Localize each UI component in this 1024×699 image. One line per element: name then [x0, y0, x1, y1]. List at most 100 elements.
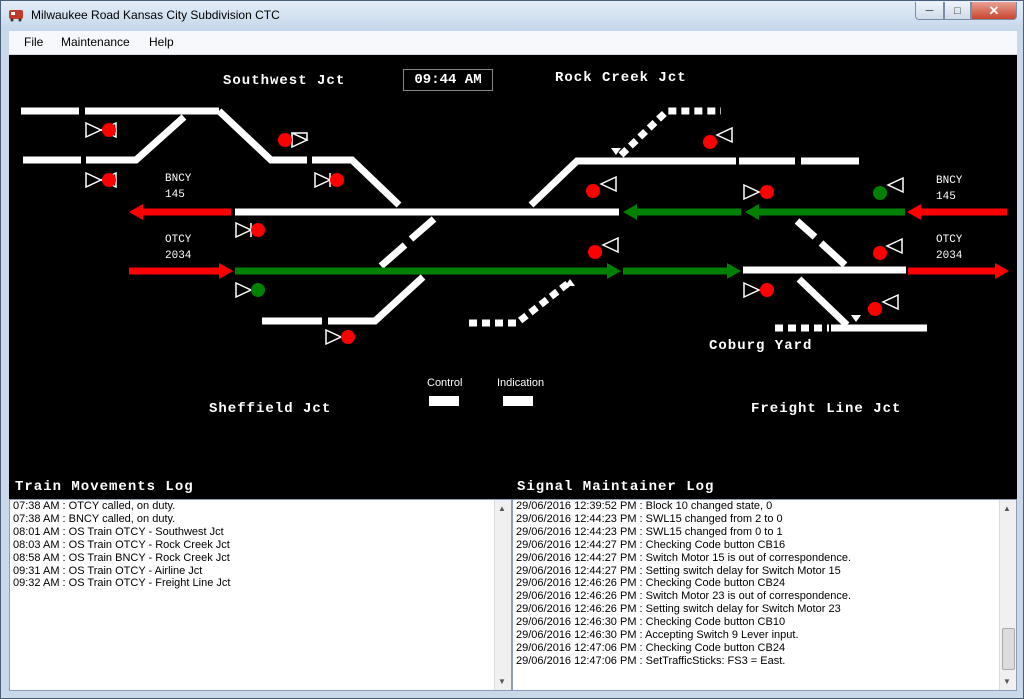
signal-head-1: [85, 121, 103, 139]
signal-lamp-5: [251, 223, 265, 237]
train-number: 2034: [936, 250, 963, 262]
maximize-button[interactable]: □: [944, 2, 971, 20]
menu-help[interactable]: Help: [149, 35, 174, 49]
log-line: 29/06/2016 12:46:30 PM : Accepting Switc…: [516, 629, 799, 642]
log-line: 29/06/2016 12:46:26 PM : Switch Motor 23…: [516, 590, 852, 603]
signal-head-15: [881, 293, 899, 311]
menu-file[interactable]: File: [24, 35, 44, 49]
log-line: 29/06/2016 12:47:06 PM : Checking Code b…: [516, 641, 786, 654]
station-rock-creek-jct: Rock Creek Jct: [555, 70, 687, 86]
signal-lamp-13: [873, 246, 887, 260]
signal-lamp-8: [586, 184, 600, 198]
train-log-title: Train Movements Log: [15, 479, 194, 495]
train-log-lines: 07:38 AM : OTCY called, on duty.07:38 AM…: [10, 500, 511, 590]
log-line: 29/06/2016 12:44:27 PM : Checking Code b…: [516, 538, 786, 551]
scroll-up-icon[interactable]: ▲: [1003, 504, 1011, 513]
arrow-otcy-west: [219, 263, 233, 279]
arrow-routed-south-main: [607, 263, 621, 279]
scroll-thumb[interactable]: [1002, 628, 1015, 670]
arrow-bncy-east: [907, 204, 921, 220]
switch-marker-rock-creek: [611, 148, 621, 155]
scroll-up-icon[interactable]: ▲: [498, 504, 506, 513]
maint-log-scrollbar[interactable]: ▲ ▼: [999, 500, 1016, 690]
signal-head-11: [886, 176, 904, 194]
track-sheffield-cross-a: [408, 216, 437, 242]
track-sheffield-curve: [328, 274, 426, 325]
track-diagram: [21, 107, 1009, 346]
legend-control-bar[interactable]: [429, 396, 459, 406]
track-freight-cross-a: [794, 218, 818, 240]
train-tag-otcy-west[interactable]: OTCY 2034: [165, 232, 191, 264]
title-bar: Milwaukee Road Kansas City Subdivision C…: [1, 1, 1023, 31]
log-line: 29/06/2016 12:44:27 PM : Switch Motor 15…: [516, 551, 852, 564]
scroll-down-icon[interactable]: ▼: [1003, 677, 1011, 686]
train-name: OTCY: [936, 234, 963, 246]
minimize-button[interactable]: ─: [915, 2, 944, 20]
signal-lamp-1: [102, 123, 116, 137]
maximize-icon: □: [954, 4, 961, 17]
signal-head-9: [715, 126, 733, 144]
legend-indication-bar: [503, 396, 533, 406]
arrow-otcy-east: [995, 263, 1009, 279]
signal-lamp-4: [330, 173, 344, 187]
signal-lamp-6: [251, 283, 265, 297]
log-line: 09:31 AM : OS Train OTCY - Airline Jct: [13, 564, 203, 577]
signal-lamp-3: [278, 133, 292, 147]
signal-head-5: [235, 221, 253, 239]
track-freight-curve: [796, 276, 850, 328]
train-tag-bncy-east[interactable]: BNCY 145: [936, 173, 962, 205]
track-rock-creek-spur: [618, 107, 721, 158]
menu-maintenance[interactable]: Maintenance: [61, 35, 130, 49]
legend-control-label: Control: [427, 377, 463, 389]
station-southwest-jct: Southwest Jct: [223, 73, 346, 89]
switch-marker-sheffield: [565, 279, 575, 286]
log-line: 08:01 AM : OS Train OTCY - Southwest Jct: [13, 525, 224, 538]
track-sheffield-spur: [469, 278, 574, 327]
train-tag-otcy-east[interactable]: OTCY 2034: [936, 232, 962, 264]
log-line: 29/06/2016 12:46:26 PM : Setting switch …: [516, 603, 841, 616]
signal-head-13: [885, 237, 903, 255]
train-movements-log[interactable]: 07:38 AM : OTCY called, on duty.07:38 AM…: [9, 499, 512, 691]
signal-head-7: [325, 328, 343, 346]
station-freight-line-jct: Freight Line Jct: [751, 401, 902, 417]
log-line: 29/06/2016 12:46:30 PM : Checking Code b…: [516, 616, 786, 629]
arrow-routed-south-east: [727, 263, 741, 279]
close-icon: ✕: [988, 2, 1000, 18]
signal-lamp-11: [873, 186, 887, 200]
legend-indication-label: Indication: [497, 377, 545, 389]
train-number: 2034: [165, 250, 192, 262]
signal-lamp-9: [703, 135, 717, 149]
maint-log-lines: 29/06/2016 12:39:52 PM : Block 10 change…: [513, 500, 1016, 668]
arrow-bncy-west: [129, 204, 143, 220]
train-number: 145: [165, 189, 185, 201]
signal-head-14: [743, 281, 761, 299]
close-button[interactable]: ✕: [971, 2, 1017, 20]
train-log-scrollbar[interactable]: ▲ ▼: [494, 500, 511, 690]
signal-lamp-15: [868, 302, 882, 316]
scroll-down-icon[interactable]: ▼: [498, 677, 506, 686]
signal-head-2: [85, 171, 103, 189]
log-line: 08:03 AM : OS Train OTCY - Rock Creek Jc…: [13, 538, 230, 551]
log-line: 29/06/2016 12:47:06 PM : SetTrafficStick…: [516, 654, 786, 667]
minimize-icon: ─: [925, 4, 934, 17]
station-sheffield-jct: Sheffield Jct: [209, 401, 332, 417]
station-coburg-yard: Coburg Yard: [709, 338, 813, 354]
menu-bar: File Maintenance Help: [9, 31, 1017, 55]
train-tag-bncy-west[interactable]: BNCY 145: [165, 171, 191, 203]
log-line: 29/06/2016 12:44:23 PM : SWL15 changed f…: [516, 525, 783, 538]
window-title: Milwaukee Road Kansas City Subdivision C…: [31, 8, 280, 22]
app-icon: [9, 10, 23, 22]
signal-lamp-12: [588, 245, 602, 259]
signal-head-8: [599, 175, 617, 193]
ctc-panel: Southwest Jct 09:44 AM Rock Creek Jct Sh…: [9, 55, 1017, 497]
log-line: 29/06/2016 12:44:23 PM : SWL15 changed f…: [516, 512, 783, 525]
track-sheffield-cross-b: [378, 242, 408, 269]
signal-maintainer-log[interactable]: 29/06/2016 12:39:52 PM : Block 10 change…: [512, 499, 1017, 691]
signal-lamp-2: [102, 173, 116, 187]
log-line: 09:32 AM : OS Train OTCY - Freight Line …: [13, 577, 231, 590]
log-line: 07:38 AM : BNCY called, on duty.: [13, 512, 176, 525]
signal-head-10: [743, 183, 761, 201]
track-sw-to-main: [312, 156, 402, 208]
track-rock-creek-curve: [528, 157, 736, 208]
